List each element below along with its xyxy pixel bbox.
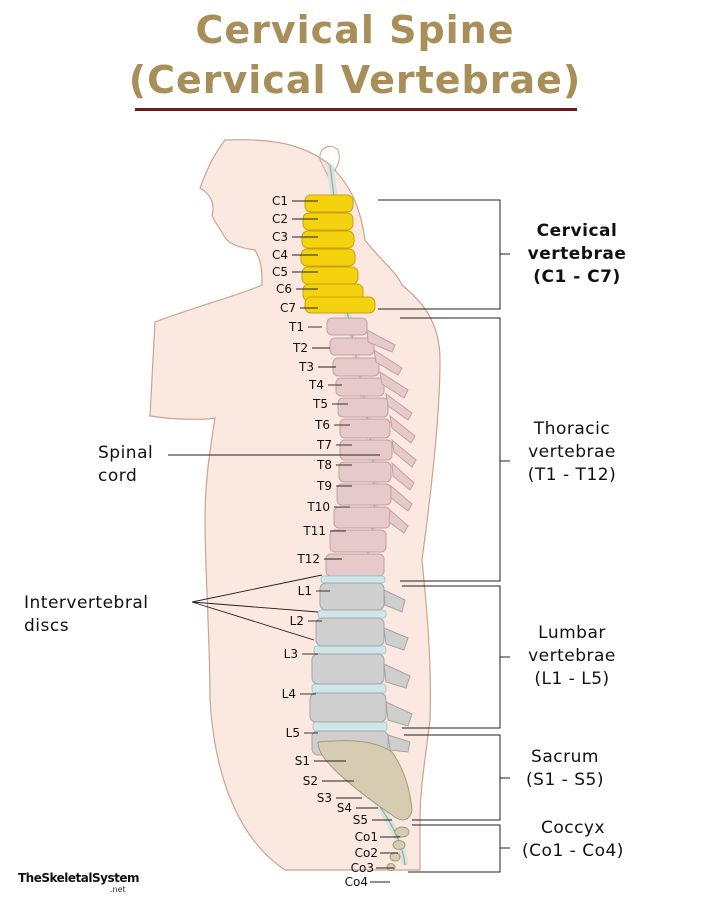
spinal-cord-label: Spinal cord	[98, 443, 154, 486]
label-l3: L3	[283, 647, 298, 661]
brand-logo: TheSkeletalSystem	[18, 871, 140, 885]
label-l1: L1	[297, 584, 312, 598]
label-t8: T8	[317, 458, 332, 472]
label-c2: C2	[271, 212, 288, 226]
page-subtitle: (Cervical Vertebrae)	[128, 58, 582, 102]
lumbar-group-label: Lumbar vertebrae (L1 - L5)	[528, 623, 616, 689]
label-l5: L5	[285, 726, 300, 740]
label-c3: C3	[271, 230, 288, 244]
label-t4: T4	[309, 378, 324, 392]
title-divider	[135, 108, 577, 111]
label-t9: T9	[317, 479, 332, 493]
label-l4: L4	[281, 687, 296, 701]
label-t1: T1	[289, 320, 304, 334]
label-t6: T6	[315, 418, 330, 432]
label-co4: Co4	[344, 875, 368, 889]
leader-lines	[292, 200, 400, 883]
label-s4: S4	[336, 801, 352, 815]
sacrum-group-label: Sacrum (S1 - S5)	[526, 747, 604, 790]
cervical-vertebrae	[300, 194, 376, 314]
label-t11: T11	[303, 524, 326, 538]
label-t10: T10	[307, 500, 330, 514]
cervical-group-label: Cervical vertebrae (C1 - C7)	[527, 221, 627, 287]
label-co1: Co1	[354, 830, 378, 844]
label-t7: T7	[317, 438, 332, 452]
label-co3: Co3	[350, 861, 374, 875]
label-c1: C1	[271, 194, 288, 208]
label-s5: S5	[352, 813, 368, 827]
label-t3: T3	[299, 360, 314, 374]
discs-pointers	[191, 574, 323, 641]
label-s1: S1	[294, 754, 310, 768]
coccyx	[386, 826, 410, 871]
sacrum	[317, 740, 413, 821]
coccyx-group-label: Coccyx (Co1 - Co4)	[522, 818, 624, 861]
label-t12: T12	[297, 552, 320, 566]
page-title: Cervical Spine	[195, 8, 515, 52]
label-s3: S3	[316, 791, 332, 805]
label-t5: T5	[313, 397, 328, 411]
label-co2: Co2	[354, 846, 378, 860]
label-c7: C7	[279, 301, 296, 315]
label-c4: C4	[271, 248, 288, 262]
brand-suffix: .net	[110, 885, 126, 894]
discs-label: Intervertebral discs	[24, 593, 149, 636]
label-s2: S2	[302, 774, 318, 788]
label-c5: C5	[271, 265, 288, 279]
label-l2: L2	[289, 614, 304, 628]
thoracic-group-label: Thoracic vertebrae (T1 - T12)	[527, 419, 617, 485]
group-brackets	[378, 199, 510, 873]
thoracic-vertebrae	[325, 317, 417, 577]
label-c6: C6	[275, 282, 292, 296]
label-t2: T2	[293, 341, 308, 355]
